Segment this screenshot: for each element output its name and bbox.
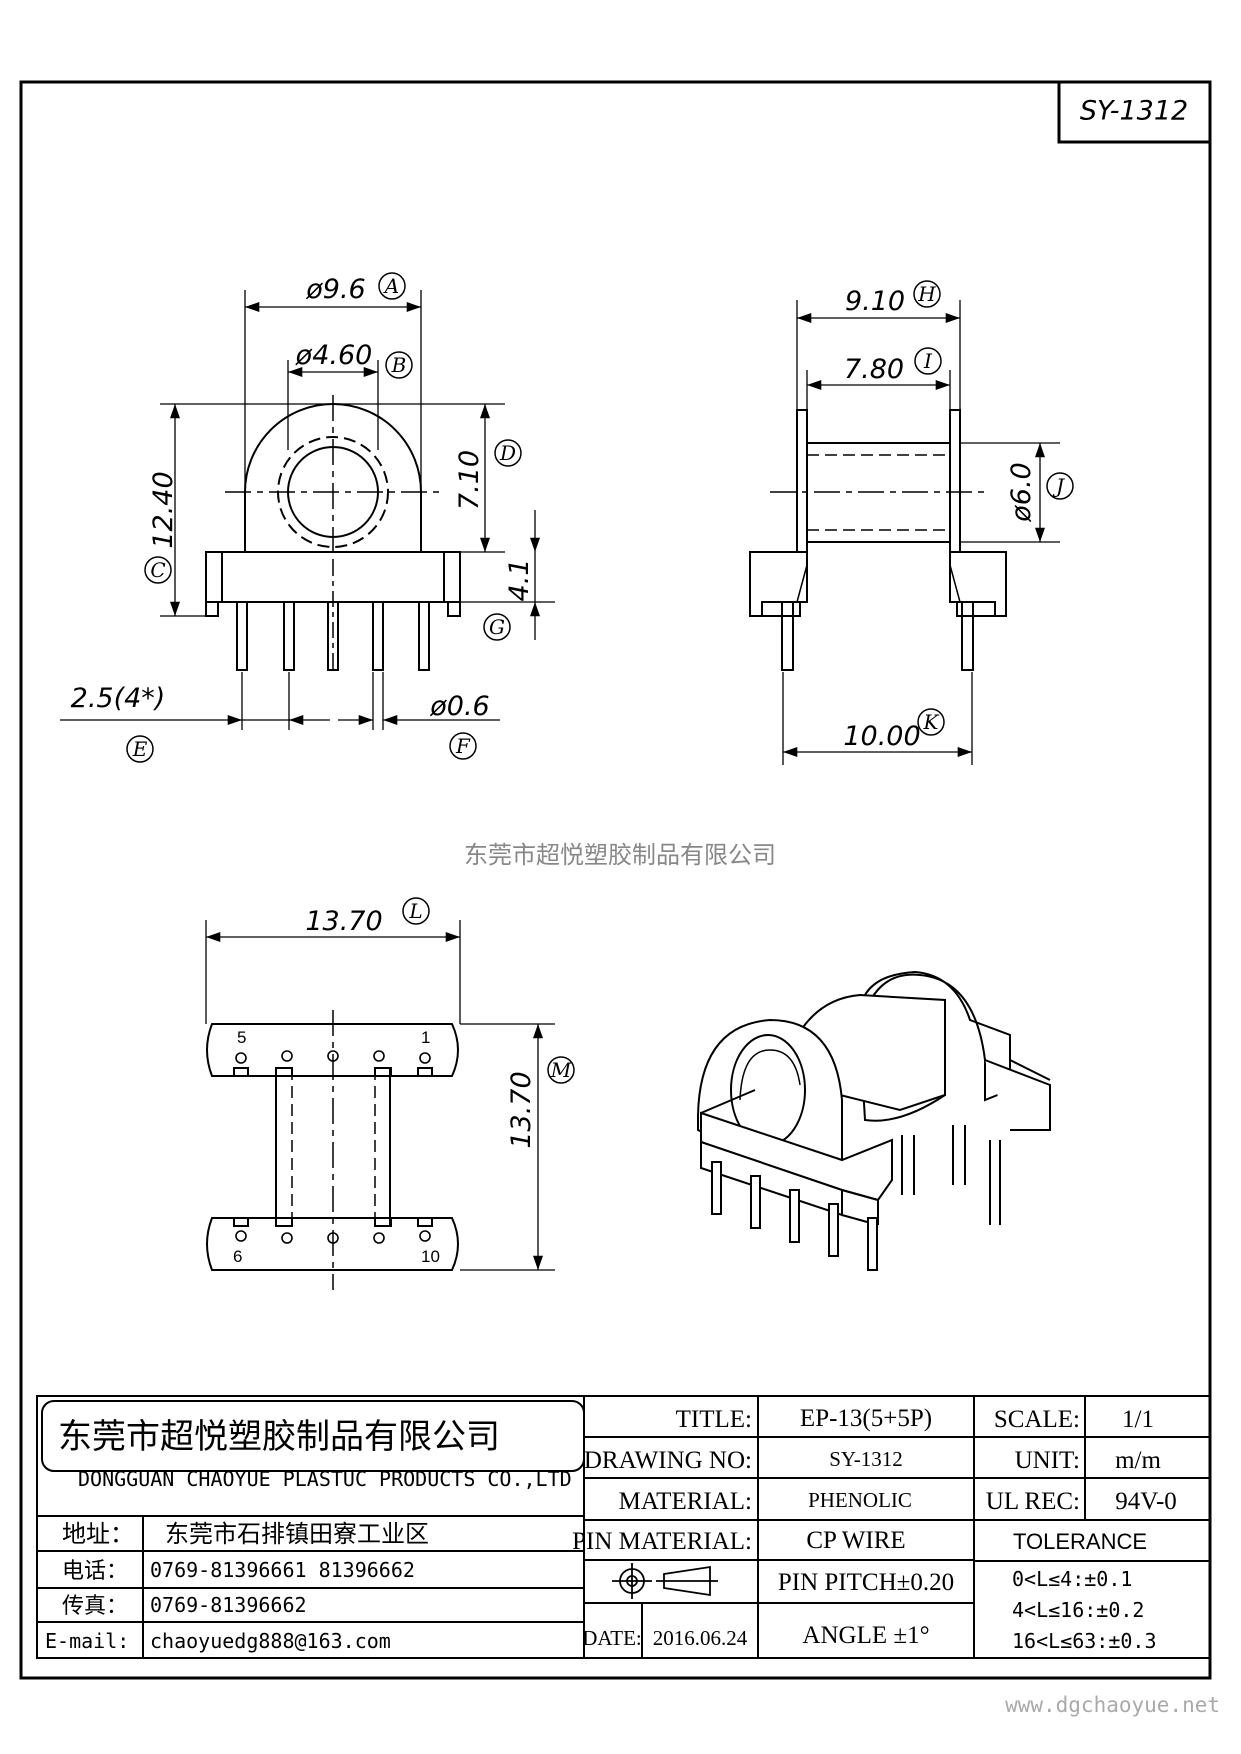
pin-material-label: PIN MATERIAL: [572, 1528, 752, 1555]
tolerance-label: TOLERANCE [1013, 1529, 1147, 1554]
letter-h: H [917, 282, 936, 306]
letter-b: B [391, 353, 407, 377]
pin-numbers: 5 1 6 10 [233, 1028, 440, 1266]
front-view [60, 290, 555, 730]
letter-i: I [923, 349, 933, 373]
tolerance-range-3: 16<L≤63:±0.3 [1012, 1629, 1157, 1653]
address-label: 地址： [62, 1520, 134, 1548]
title-label: TITLE: [676, 1406, 752, 1433]
company-name-cn: 东莞市超悦塑胶制品有限公司 [58, 1417, 500, 1457]
title-block: 东莞市超悦塑胶制品有限公司 DONGGUAN CHAOYUE PLASTUC P… [36, 1395, 1211, 1659]
dim-l-value: 13.70 [305, 906, 382, 937]
letter-e: E [132, 737, 148, 761]
dim-i-value: 7.80 [844, 354, 904, 385]
material-value: PHENOLIC [808, 1488, 912, 1512]
side-view [749, 300, 1060, 765]
top-view [205, 920, 555, 1290]
dim-b-value: ø4.60 [295, 340, 373, 371]
dim-c-value: 12.40 [148, 471, 179, 548]
pin-material-value: CP WIRE [806, 1527, 905, 1554]
dim-e-value: 2.5(4*) [71, 683, 166, 714]
letter-f: F [455, 734, 471, 758]
angle-tolerance: ANGLE ±1° [802, 1622, 929, 1649]
dim-j-value: ø6.0 [1006, 462, 1037, 522]
part-id: SY-1312 [1080, 96, 1188, 127]
dim-k-value: 10.00 [843, 721, 920, 752]
date-label: DATE: [582, 1626, 642, 1650]
tolerance-range-1: 0<L≤4:±0.1 [1012, 1567, 1132, 1591]
letter-k: K [923, 710, 940, 734]
dim-f-value: ø0.6 [429, 691, 489, 722]
pin-number-6: 6 [233, 1247, 242, 1266]
letter-j: J [1052, 474, 1065, 498]
date-value: 2016.06.24 [653, 1626, 748, 1650]
unit-label: UNIT: [1015, 1447, 1080, 1474]
letter-c: C [150, 558, 165, 582]
letter-g: G [489, 615, 505, 639]
scale-label: SCALE: [994, 1406, 1080, 1433]
drawing-no-value: SY-1312 [829, 1447, 903, 1471]
fax-label: 传真： [62, 1594, 128, 1619]
letter-m: M [550, 1058, 572, 1082]
letter-d: D [499, 441, 516, 465]
isometric-view [697, 970, 1051, 1271]
ul-value: 94V-0 [1115, 1488, 1177, 1515]
projection-symbol-icon [612, 1563, 718, 1599]
pin-number-1: 1 [421, 1028, 430, 1047]
dimension-labels: ø9.6 ø4.60 12.40 7.10 4.1 2.5(4*) ø0.6 9… [71, 274, 1037, 1149]
watermark-company: 东莞市超悦塑胶制品有限公司 [464, 841, 776, 869]
title-value: EP-13(5+5P) [800, 1405, 932, 1432]
pin-number-5: 5 [237, 1028, 246, 1047]
email-label: E-mail: [45, 1629, 129, 1653]
company-name-en: DONGGUAN CHAOYUE PLASTUC PRODUCTS CO.,LT… [78, 1467, 572, 1491]
ul-label: UL REC: [986, 1488, 1080, 1515]
part-id-box [1057, 80, 1212, 144]
address-value: 东莞市石排镇田寮工业区 [165, 1520, 429, 1548]
dim-g-value: 4.1 [504, 559, 535, 602]
drawing-no-label: DRAWING NO: [584, 1447, 752, 1474]
phone-value: 0769-81396661 81396662 [150, 1558, 415, 1582]
pin-number-10: 10 [421, 1247, 440, 1266]
letter-a: A [383, 274, 399, 298]
fax-value: 0769-81396662 [150, 1593, 307, 1617]
email-value: chaoyuedg888@163.com [150, 1629, 391, 1653]
unit-value: m/m [1115, 1447, 1161, 1474]
tolerance-range-2: 4<L≤16:±0.2 [1012, 1598, 1144, 1622]
dim-m-value: 13.70 [506, 1071, 537, 1148]
website-url: www.dgchaoyue.net [1005, 1693, 1220, 1717]
phone-label: 电话： [62, 1559, 128, 1584]
drawing-frame [19, 80, 1212, 1680]
pin-pitch: PIN PITCH±0.20 [778, 1569, 954, 1596]
dim-a-value: ø9.6 [305, 274, 365, 305]
dim-d-value: 7.10 [454, 450, 485, 510]
dim-h-value: 9.10 [845, 286, 905, 317]
reference-letters: A B C D G E F H I J K L M [126, 272, 1074, 1084]
letter-l: L [408, 899, 422, 923]
scale-value: 1/1 [1122, 1406, 1154, 1433]
material-label: MATERIAL: [619, 1488, 752, 1515]
